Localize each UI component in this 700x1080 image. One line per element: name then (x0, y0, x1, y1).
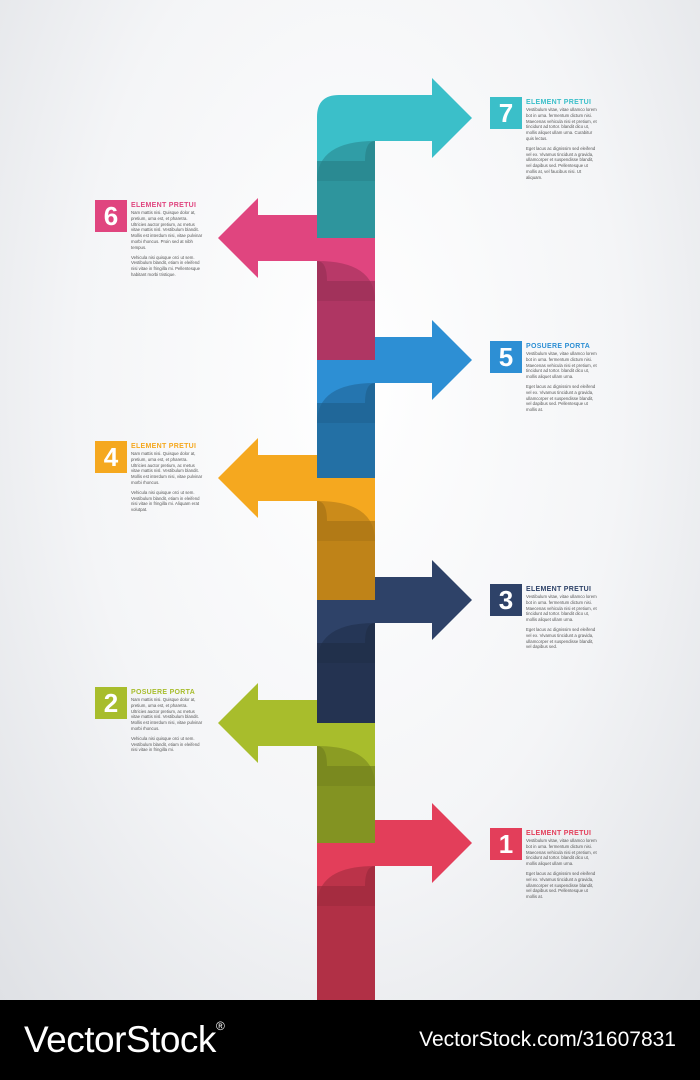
step-6: 6 ELEMENT PRETUI Nam mattis nisi. Quisqu… (95, 200, 215, 278)
step-title: POSUERE PORTA (526, 343, 591, 350)
step-7: 7 ELEMENT PRETUI Vestibulum vitae, vitae… (490, 97, 610, 181)
step-title: ELEMENT PRETUI (131, 443, 197, 450)
watermark-footer: VectorStock® VectorStock.com/31607831 (0, 1000, 700, 1080)
step-description: Nam mattis nisi. Quisque dolor at, preti… (131, 210, 203, 250)
fold-shadow-7 (317, 141, 375, 181)
step-title: ELEMENT PRETUI (131, 202, 197, 209)
step-2: 2 POSUERE PORTA Nam mattis nisi. Quisque… (95, 687, 215, 753)
infographic-canvas: 7 ELEMENT PRETUI Vestibulum vitae, vitae… (0, 0, 700, 1000)
fold-shadow-5 (317, 383, 375, 423)
fold-shadow-1 (317, 866, 375, 906)
fold-shadow-4 (317, 501, 375, 541)
step-number-badge: 7 (490, 97, 522, 129)
step-3: 3 ELEMENT PRETUI Vestibulum vitae, vitae… (490, 584, 610, 650)
step-note: Eget lacus ac dignissim sed eleifend vel… (526, 145, 596, 180)
step-title: ELEMENT PRETUI (526, 586, 592, 593)
step-number-badge: 5 (490, 341, 522, 373)
step-1: 1 ELEMENT PRETUI Vestibulum vitae, vitae… (490, 828, 610, 900)
timeline-diagram (218, 78, 472, 1000)
stock-number: VectorStock.com/31607831 (419, 1028, 676, 1051)
step-note: Vehicula nisi quisque orci ut sem. Vesti… (131, 735, 200, 753)
step-number-badge: 6 (95, 200, 127, 232)
fold-shadow-6 (317, 261, 375, 301)
brand-logo: VectorStock® (24, 1019, 225, 1060)
step-note: Eget lacus ac dignissim sed eleifend vel… (526, 626, 596, 650)
step-title: POSUERE PORTA (131, 689, 196, 696)
step-number-badge: 1 (490, 828, 522, 860)
step-title: ELEMENT PRETUI (526, 830, 592, 837)
step-description: Vestibulum vitae, vitae ullamco lorem bo… (526, 107, 597, 141)
step-description: Nam mattis nisi. Quisque dolor at, preti… (131, 697, 203, 731)
fold-shadow-2 (317, 746, 375, 786)
step-number-badge: 3 (490, 584, 522, 616)
step-4: 4 ELEMENT PRETUI Nam mattis nisi. Quisqu… (95, 441, 215, 513)
step-title: ELEMENT PRETUI (526, 99, 592, 106)
step-note: Eget lacus ac dignissim sed eleifend vel… (526, 383, 596, 413)
step-description: Nam mattis nisi. Quisque dolor at, preti… (131, 451, 203, 485)
step-note: Eget lacus ac dignissim sed eleifend vel… (526, 870, 596, 900)
step-note: Vehicula nisi quisque orci ut sem. Vesti… (131, 489, 200, 513)
step-number-badge: 2 (95, 687, 127, 719)
arrow-7 (317, 78, 472, 161)
fold-shadow-3 (317, 623, 375, 663)
step-description: Vestibulum vitae, vitae ullamco lorem bo… (526, 838, 597, 867)
step-number-badge: 4 (95, 441, 127, 473)
step-description: Vestibulum vitae, vitae ullamco lorem bo… (526, 351, 597, 380)
step-description: Vestibulum vitae, vitae ullamco lorem bo… (526, 594, 597, 623)
step-5: 5 POSUERE PORTA Vestibulum vitae, vitae … (490, 341, 610, 413)
step-note: Vehicula nisi quisque orci ut sem. Vesti… (131, 254, 201, 277)
